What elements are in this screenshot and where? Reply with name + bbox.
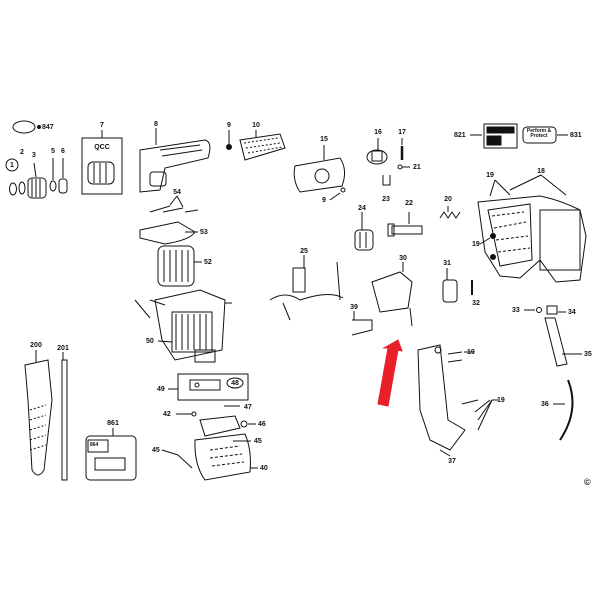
callout-25: 25 <box>300 248 308 255</box>
callout-46: 46 <box>258 421 266 428</box>
highlight-arrow <box>377 339 403 407</box>
part-20-spring <box>439 211 461 219</box>
callout-3: 3 <box>32 152 36 159</box>
part-49-brush-box <box>177 373 249 401</box>
part-861-case <box>85 435 137 481</box>
callout-20: 20 <box>444 196 452 203</box>
callout-45-left: 45 <box>152 447 160 454</box>
callout-19-left: 19 <box>472 241 480 248</box>
callout-17: 17 <box>398 129 406 136</box>
callout-8: 8 <box>154 121 158 128</box>
callout-47: 47 <box>244 404 252 411</box>
callout-19-top: 19 <box>486 172 494 179</box>
callout-circle-1 <box>5 158 19 172</box>
callout-201: 201 <box>57 345 69 352</box>
callout-9-mid: 9 <box>322 197 326 204</box>
part-50-motor-housing <box>154 289 226 363</box>
part-201-depth-rod <box>61 359 68 481</box>
part-847-dot <box>37 125 41 129</box>
part-24-bearing <box>354 229 374 251</box>
callout-7: 7 <box>100 122 104 129</box>
callout-19-lower: 19 <box>497 397 505 404</box>
callout-6: 6 <box>61 148 65 155</box>
part-49-brush-holder <box>189 379 221 391</box>
part-52-field-coil <box>157 245 195 287</box>
callout-5: 5 <box>51 148 55 155</box>
perform-protect-label: Perform & Protect <box>526 128 552 139</box>
callout-200: 200 <box>30 342 42 349</box>
callout-31: 31 <box>443 260 451 267</box>
callout-9-top: 9 <box>227 122 231 129</box>
callout-36: 36 <box>541 401 549 408</box>
part-831-label <box>522 126 557 144</box>
part-22-shaft <box>387 223 423 237</box>
part-35-tube <box>544 317 568 367</box>
callout-15: 15 <box>320 136 328 143</box>
part-40-battery-housing <box>194 433 251 481</box>
part-2-ring <box>18 181 26 195</box>
callout-39: 39 <box>350 304 358 311</box>
callout-22: 22 <box>405 200 413 207</box>
part-847-oval <box>12 120 36 134</box>
part-5-ring <box>49 180 57 192</box>
part-31-brush <box>442 279 458 303</box>
part-39-terminal <box>351 319 373 336</box>
part-15-switch-housing <box>293 157 346 193</box>
callout-48 <box>226 377 244 389</box>
callout-35: 35 <box>584 351 592 358</box>
part-7-chuck <box>87 161 115 185</box>
callout-49: 49 <box>157 386 165 393</box>
callout-30: 30 <box>399 255 407 262</box>
part-821-label-plate <box>483 123 518 149</box>
part-1-ring <box>9 182 17 196</box>
callout-18: 18 <box>537 168 545 175</box>
callout-53: 53 <box>200 229 208 236</box>
callout-52: 52 <box>204 259 212 266</box>
callout-40: 40 <box>260 465 268 472</box>
copyright-mark: © <box>584 477 591 487</box>
callout-42: 42 <box>163 411 171 418</box>
part-36-cable <box>559 379 574 441</box>
callout-10: 10 <box>252 122 260 129</box>
part-8-gear-housing <box>139 139 211 193</box>
callout-45-right: 45 <box>254 438 262 445</box>
part-30-switch-module <box>371 271 413 327</box>
callout-33: 33 <box>512 307 520 314</box>
part-16-knob <box>366 149 388 165</box>
part-46-switch <box>199 415 248 437</box>
callout-32: 32 <box>472 300 480 307</box>
part-37-handle-half <box>417 344 466 451</box>
part-10-brush-cover <box>239 133 286 161</box>
callout-16: 16 <box>374 129 382 136</box>
callout-54: 54 <box>173 189 181 196</box>
callout-24: 24 <box>358 205 366 212</box>
callout-847: 847 <box>42 124 54 131</box>
callout-21: 21 <box>413 164 421 171</box>
callout-qcc: QCC <box>94 144 110 151</box>
callout-1: 1 <box>10 162 14 169</box>
part-200-side-handle <box>24 359 53 476</box>
callout-50: 50 <box>146 338 154 345</box>
callout-821: 821 <box>454 132 466 139</box>
callout-34: 34 <box>568 309 576 316</box>
callout-831: 831 <box>570 132 582 139</box>
part-23-clip <box>382 175 391 186</box>
callout-37: 37 <box>448 458 456 465</box>
part-6-ring <box>58 178 68 194</box>
part-3-collar <box>27 177 47 199</box>
callout-48: 48 <box>231 380 239 387</box>
part-25-switch-wires <box>269 261 344 321</box>
callout-19-right: 19 <box>467 349 475 356</box>
callout-23: 23 <box>382 196 390 203</box>
callout-2: 2 <box>20 149 24 156</box>
callout-861: 861 <box>107 420 119 427</box>
callout-864: 864 <box>90 442 99 448</box>
part-18-main-housing <box>477 195 587 283</box>
part-53-fan-baffle <box>139 221 196 245</box>
